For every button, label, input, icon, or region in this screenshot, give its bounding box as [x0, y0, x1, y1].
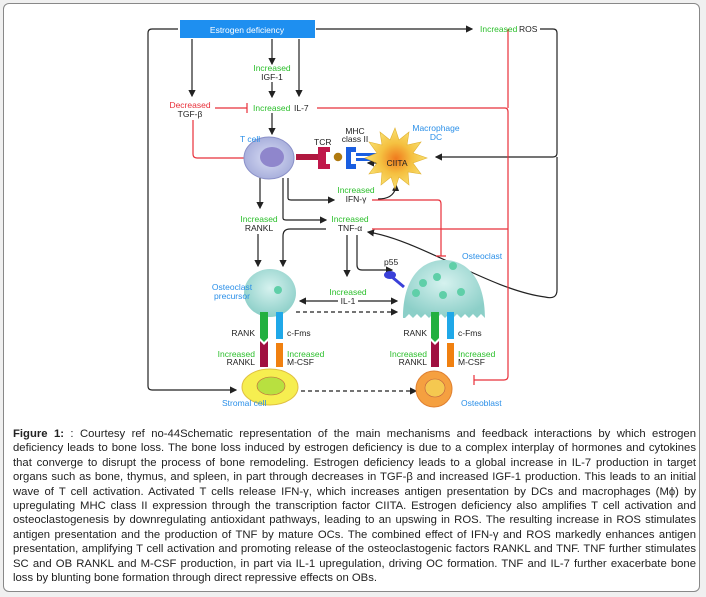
- tcr-label: TCR: [314, 137, 331, 147]
- rankl-increased-left: Increased: [218, 349, 256, 359]
- macrophage-label: Macrophage: [412, 123, 460, 133]
- estrogen-deficiency-box: [180, 20, 315, 38]
- tnfa-increased: Increased: [331, 214, 369, 224]
- stromal-nucleus: [256, 376, 286, 396]
- rank-label-left: RANK: [231, 328, 255, 338]
- left-receptor-pair: [260, 312, 283, 367]
- figure-caption: Figure 1: : Courtesy ref no-44Schematic …: [13, 427, 696, 585]
- il7-increased: Increased: [253, 103, 291, 113]
- right-receptor-pair: [431, 312, 454, 367]
- cfms-label-left: c-Fms: [287, 328, 311, 338]
- rankl-label-left: RANKL: [227, 357, 256, 367]
- p55-receptor-stalk: [391, 275, 405, 289]
- dashed-arrows: [296, 308, 418, 395]
- tgfb-label: TGF-β: [178, 109, 203, 119]
- osteoblast-nucleus: [424, 378, 446, 398]
- tgfb-decreased: Decreased: [169, 100, 210, 110]
- il1-label: IL-1: [341, 296, 356, 306]
- precursor-granule: [274, 286, 282, 294]
- stromal-label: Stromal cell: [222, 398, 267, 408]
- estrogen-label: Estrogen deficiency: [210, 25, 285, 35]
- mcsf-label-left: M-CSF: [287, 357, 314, 367]
- antigen: [332, 151, 344, 163]
- figure-diagram: Estrogen deficiency Increased ROS Increa…: [140, 15, 616, 412]
- osteoclast-granules: [412, 262, 465, 299]
- dc-label: DC: [430, 132, 442, 142]
- rankl-label-right: RANKL: [399, 357, 428, 367]
- igf1-increased: Increased: [253, 63, 291, 73]
- igf1-label: IGF-1: [261, 72, 283, 82]
- osteoclast-cell: [403, 260, 485, 318]
- p55-label: p55: [384, 257, 398, 267]
- osteoclast-label: Osteoclast: [462, 251, 503, 261]
- t-cell-label: T cell: [240, 134, 260, 144]
- il7-label: IL-7: [294, 103, 309, 113]
- mcsf-increased-left: Increased: [287, 349, 325, 359]
- osteoblast-label: Osteoblast: [461, 398, 502, 408]
- mhc-label-1: MHC: [345, 126, 364, 136]
- ifng-increased: Increased: [337, 185, 375, 195]
- red-inhibition-lines: [192, 29, 509, 385]
- osteoclast-precursor-cell: [244, 269, 296, 317]
- black-arrows: [147, 25, 558, 394]
- mcsf-label-right: M-CSF: [458, 357, 485, 367]
- mhc-class-ii: [346, 147, 378, 169]
- rankl-increased: Increased: [240, 214, 278, 224]
- tcr-stalk: [296, 154, 318, 160]
- caption-label: Figure 1:: [13, 428, 64, 440]
- precursor-label-1: Osteoclast: [212, 282, 253, 292]
- caption-text: : Courtesy ref no-44Schematic representa…: [13, 428, 696, 585]
- ciita-label: CIITA: [386, 158, 407, 168]
- tnfa-label: TNF-α: [338, 223, 362, 233]
- ifng-label: IFN-γ: [346, 194, 368, 204]
- il1-increased: Increased: [329, 287, 367, 297]
- ros-label: ROS: [519, 24, 538, 34]
- ros-increased: Increased: [480, 24, 518, 34]
- rankl-increased-right: Increased: [390, 349, 428, 359]
- cfms-label-right: c-Fms: [458, 328, 482, 338]
- p55-receptor: [384, 271, 396, 279]
- mcsf-increased-right: Increased: [458, 349, 496, 359]
- rank-label-right: RANK: [403, 328, 427, 338]
- t-cell-nucleus: [260, 147, 284, 167]
- rankl-label: RANKL: [245, 223, 274, 233]
- mhc-label-2: class II: [342, 134, 368, 144]
- precursor-label-2: precursor: [214, 291, 250, 301]
- tcr-receptor: [318, 147, 330, 169]
- macrophage-dc-cell: [364, 127, 428, 190]
